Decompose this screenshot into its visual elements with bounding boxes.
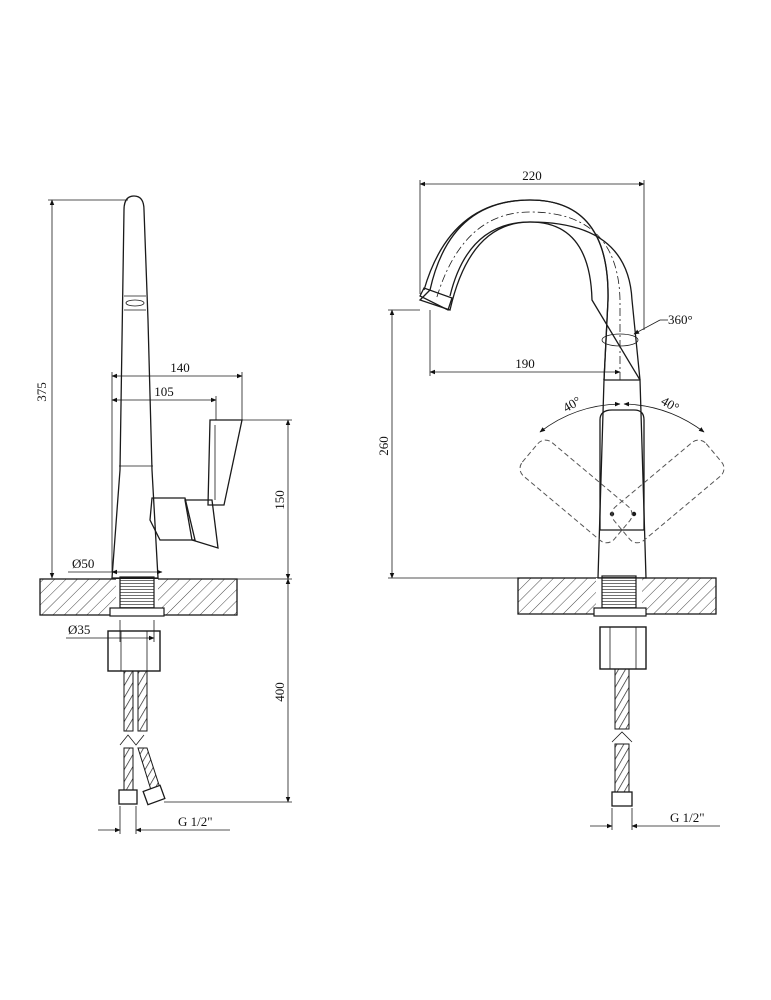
label-d50: Ø50 [72, 556, 94, 571]
label-thread-front: G 1/2" [670, 810, 705, 825]
label-105: 105 [154, 384, 174, 399]
side-view: 375 140 105 150 Ø50 Ø35 400 G 1/2" [34, 195, 292, 834]
label-d35: Ø35 [68, 622, 90, 637]
label-360: 360° [668, 312, 693, 327]
front-faucet-body [418, 199, 725, 579]
label-thread-side: G 1/2" [178, 814, 213, 829]
front-mounting-nut [599, 626, 647, 670]
label-140: 140 [170, 360, 190, 375]
side-threaded-shank [109, 576, 165, 617]
front-dimensions [388, 180, 720, 830]
label-40-right: 40° [659, 393, 682, 415]
label-220: 220 [522, 168, 542, 183]
side-hoses [118, 670, 166, 806]
side-faucet-body [111, 195, 243, 579]
label-260: 260 [376, 436, 391, 456]
front-threaded-shank [593, 575, 647, 617]
label-40-left: 40° [560, 393, 583, 415]
side-dimensions [48, 199, 292, 834]
front-hose [611, 668, 633, 807]
side-mounting-nut [107, 630, 161, 672]
label-375: 375 [34, 382, 49, 402]
front-view: 220 190 360° 260 40° 40° G 1/2" [376, 168, 725, 830]
label-400: 400 [272, 682, 287, 702]
label-190: 190 [515, 356, 535, 371]
label-150: 150 [272, 490, 287, 510]
